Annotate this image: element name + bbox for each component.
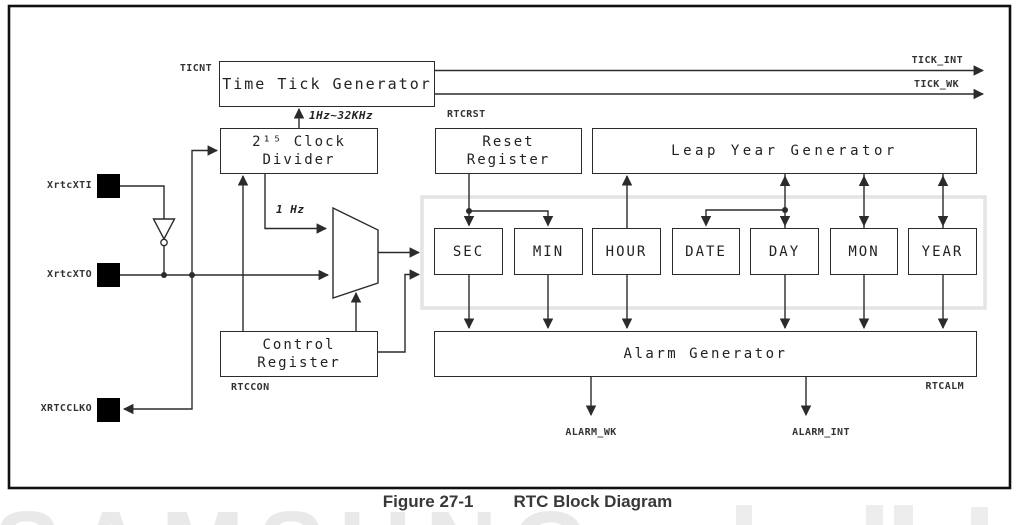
rtccon-tag: RTCCON xyxy=(231,382,270,393)
freq-1hz-annotation: 1 Hz xyxy=(276,203,305,216)
reset-register-block: Reset Register xyxy=(435,128,582,174)
alarm-wk-signal: ALARM_WK xyxy=(565,427,617,438)
counter-year: YEAR xyxy=(908,228,977,275)
alarm-int-signal: ALARM_INT xyxy=(792,427,850,438)
watermark-fragment xyxy=(736,505,752,525)
block-label-line2: Register xyxy=(257,355,341,371)
counter-sec: SEC xyxy=(434,228,503,275)
figure-number: Figure 27-1 xyxy=(382,492,474,511)
leap-year-generator-block: Leap Year Generator xyxy=(592,128,977,174)
xrtcxto-label: XrtcXTO xyxy=(47,269,92,280)
block-label-line1: 2¹⁵ Clock xyxy=(252,134,346,150)
wires xyxy=(120,65,985,417)
rtcalm-tag: RTCALM xyxy=(925,381,964,392)
alarm-generator-block: Alarm Generator xyxy=(434,331,977,377)
counter-hour: HOUR xyxy=(592,228,661,275)
figure-title: RTC Block Diagram xyxy=(513,492,673,511)
counter-label: SEC xyxy=(452,243,485,260)
figure-caption: Figure 27-1 RTC Block Diagram xyxy=(0,492,1023,512)
xrtcclko-label: XRTCCLKO xyxy=(40,403,92,414)
counter-label: DATE xyxy=(685,243,727,260)
freq-range-annotation: 1Hz~32KHz xyxy=(309,109,374,122)
counter-date: DATE xyxy=(672,228,740,275)
counter-min: MIN xyxy=(514,228,583,275)
counter-label: MON xyxy=(848,243,880,260)
watermark-fragment xyxy=(866,505,883,525)
inverter-icon xyxy=(152,218,176,247)
block-label: Leap Year Generator xyxy=(671,143,898,159)
tick-wk-signal: TICK_WK xyxy=(914,79,959,90)
counter-group-outline xyxy=(420,195,987,310)
xrtcxti-pad xyxy=(97,174,120,198)
counter-label: YEAR xyxy=(921,243,964,260)
diagram-frame xyxy=(7,4,1012,490)
block-label-line2: Register xyxy=(466,152,551,168)
block-label-line1: Reset xyxy=(482,134,535,150)
tick-int-signal: TICK_INT xyxy=(911,55,963,66)
block-label: Time Tick Generator xyxy=(222,75,432,93)
xrtcxti-label: XrtcXTI xyxy=(47,180,92,191)
clock-divider-block: 2¹⁵ Clock Divider xyxy=(220,128,378,174)
block-label-line2: Divider xyxy=(262,152,336,168)
rtcrst-tag: RTCRST xyxy=(447,109,486,120)
counter-mon: MON xyxy=(830,228,898,275)
samsung-watermark: SAMSUNG xyxy=(0,497,603,525)
xrtcxto-pad xyxy=(97,263,120,287)
counter-label: DAY xyxy=(768,243,801,260)
block-label: Alarm Generator xyxy=(623,346,788,362)
control-register-block: Control Register xyxy=(220,331,378,377)
watermark-fragment xyxy=(971,507,988,525)
block-label-line1: Control xyxy=(262,337,336,353)
counter-label: HOUR xyxy=(605,243,648,260)
clock-mux xyxy=(332,206,379,299)
counter-label: MIN xyxy=(532,243,565,260)
watermark-fragment xyxy=(894,505,913,525)
junction-dots xyxy=(161,207,788,278)
counter-day: DAY xyxy=(750,228,819,275)
xrtcclko-pad xyxy=(97,398,120,422)
ticnt-tag: TICNT xyxy=(179,63,212,74)
io-pads xyxy=(97,174,120,422)
time-tick-generator-block: Time Tick Generator xyxy=(219,61,435,107)
